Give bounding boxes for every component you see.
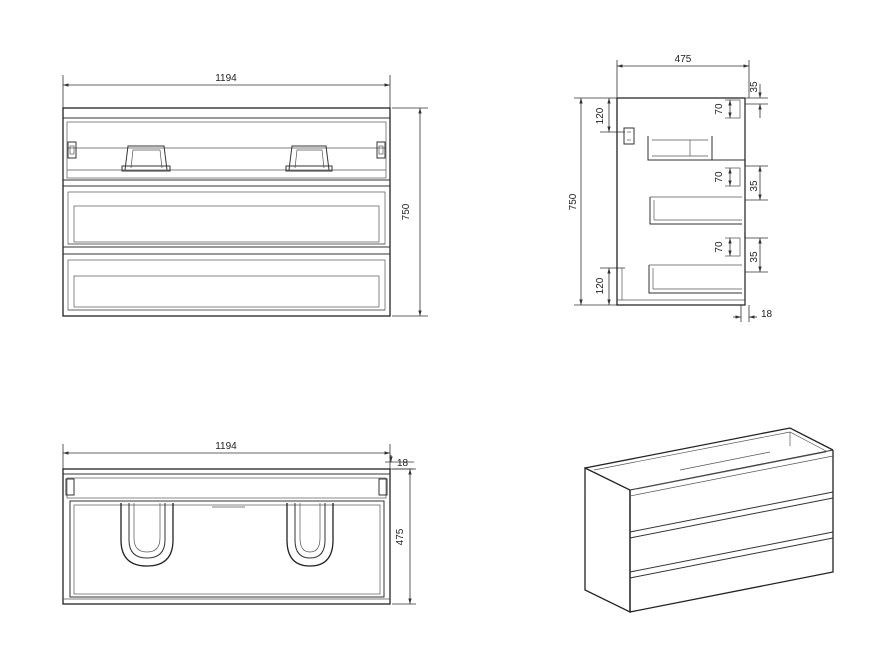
slot1-gap-label: 70	[714, 103, 725, 115]
isometric-view	[584, 427, 834, 614]
siphon-u-left	[120, 503, 174, 567]
side-depth-label: 475	[675, 54, 692, 65]
slot2-gap-label: 70	[714, 171, 725, 183]
siphon-cutout-left	[121, 145, 171, 172]
side-height-label: 750	[568, 193, 579, 210]
front-width-label: 1194	[215, 73, 237, 84]
top-panel-label: 18	[397, 458, 409, 469]
side-bottom-offset-label: 120	[595, 277, 606, 294]
side-wall-bracket	[623, 127, 635, 145]
side-panel-label: 18	[761, 309, 773, 320]
wall-bracket-left	[67, 141, 77, 159]
side-view: 475 750 120 120	[568, 54, 773, 322]
front-view: 1194 750	[62, 73, 428, 317]
top-width-label: 1194	[215, 441, 237, 452]
wall-bracket-right	[376, 141, 386, 159]
slot3-depth-label: 35	[749, 251, 760, 263]
slot3-gap-label: 70	[714, 241, 725, 253]
top-view: 1194 18 475	[62, 441, 416, 605]
top-bracket-left	[65, 478, 75, 496]
side-top-offset-label: 120	[595, 107, 606, 124]
top-bracket-right	[378, 478, 388, 496]
top-depth-label: 475	[395, 528, 406, 545]
front-height-label: 750	[401, 203, 412, 220]
siphon-cutout-right	[285, 145, 333, 172]
slot2-depth-label: 35	[749, 180, 760, 192]
siphon-u-right	[286, 503, 334, 567]
slot1-depth-label: 35	[749, 81, 760, 93]
